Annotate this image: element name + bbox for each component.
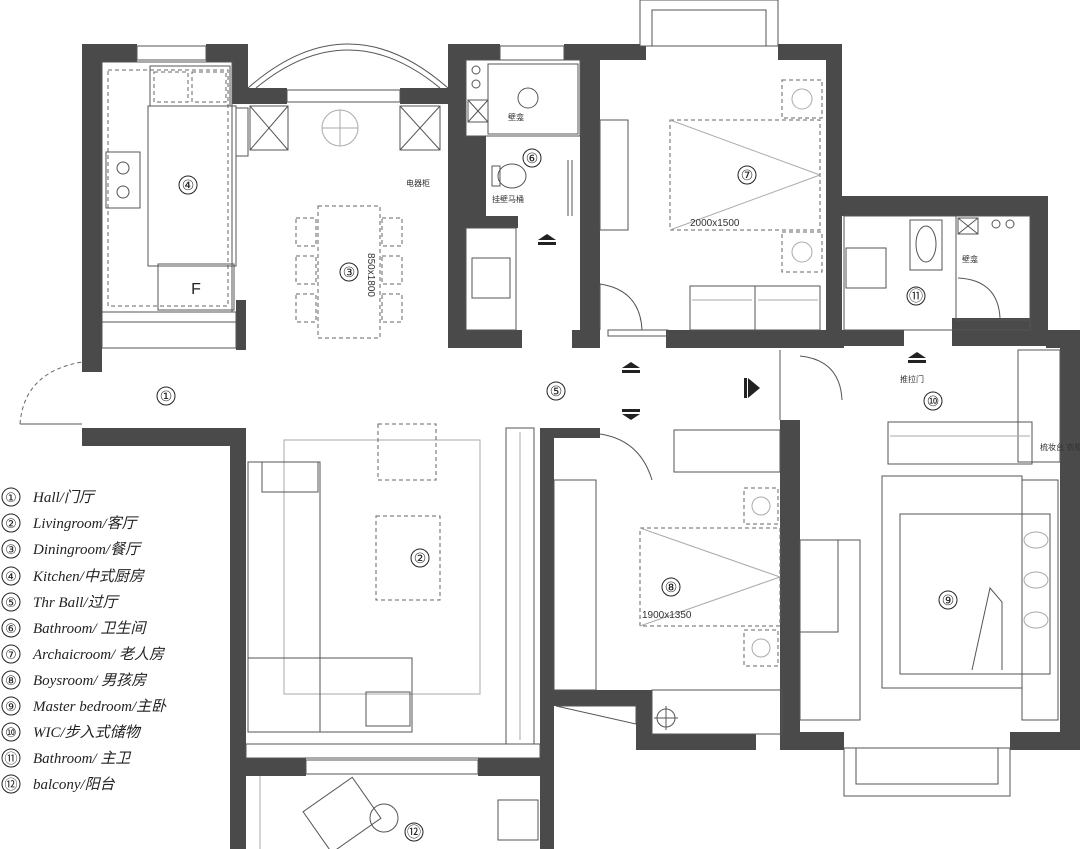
master-fixtures [779, 349, 1061, 721]
svg-text:⑩: ⑩ [927, 394, 940, 410]
svg-text:⑥: ⑥ [526, 151, 539, 167]
bed-size-room7: 2000x1500 [690, 218, 740, 229]
svg-text:⑦: ⑦ [5, 648, 17, 663]
svg-text:Boysroom/ 男孩房: Boysroom/ 男孩房 [33, 672, 148, 689]
dining-fixtures [249, 105, 441, 339]
svg-text:Bathroom/ 卫生间: Bathroom/ 卫生间 [33, 620, 147, 637]
room7-fixtures [599, 79, 823, 337]
svg-text:Thr Ball/过厅: Thr Ball/过厅 [33, 594, 121, 611]
bathroom6-fixtures [465, 59, 581, 331]
room-label-1: ① [156, 386, 176, 406]
legend-item: ⑩ WIC/步入式储物 [1, 722, 142, 742]
svg-text:③: ③ [5, 543, 17, 558]
svg-text:⑤: ⑤ [5, 596, 17, 611]
room-label-8: ⑧ [661, 577, 681, 597]
svg-text:⑪: ⑪ [4, 752, 17, 767]
svg-text:Hall/门厅: Hall/门厅 [32, 489, 97, 506]
svg-text:①: ① [5, 491, 17, 506]
svg-text:②: ② [5, 517, 17, 532]
legend-item: ① Hall/门厅 [1, 487, 97, 507]
svg-text:Livingroom/客厅: Livingroom/客厅 [32, 515, 140, 532]
svg-text:⑩: ⑩ [5, 726, 17, 741]
table-size-dining: 850x1800 [365, 253, 376, 297]
legend-item: ⑤ Thr Ball/过厅 [1, 592, 121, 612]
kitchen-fixtures [101, 61, 249, 349]
windows [136, 0, 1011, 797]
appliance-cabinet-label: 电器柜 [406, 178, 430, 188]
svg-text:①: ① [160, 389, 173, 405]
wall-toilet-label: 挂壁马桶 [492, 194, 524, 204]
room-label-10: ⑩ [923, 391, 943, 411]
room8-fixtures [553, 429, 839, 735]
balcony-fixtures [259, 776, 539, 849]
room-label-4: ④ [178, 175, 198, 195]
annotations: 2000x1500 1900x1350 850x1800 F 电器柜 壁龛 挂壁… [191, 112, 1080, 621]
room-labels: ① ② ③ ④ ⑤ ⑥ ⑦ ⑧ ⑨ ⑩ ⑪ ⑫ [156, 148, 958, 842]
svg-text:Kitchen/中式厨房: Kitchen/中式厨房 [32, 568, 146, 585]
legend-item: ⑫ balcony/阳台 [1, 774, 116, 794]
svg-text:⑥: ⑥ [5, 622, 17, 637]
svg-text:⑪: ⑪ [909, 289, 923, 305]
room-label-11: ⑪ [906, 286, 926, 306]
svg-text:Bathroom/ 主卫: Bathroom/ 主卫 [33, 750, 131, 767]
markers [538, 234, 926, 420]
legend-item: ⑨ Master bedroom/主卧 [1, 696, 167, 716]
svg-text:⑫: ⑫ [4, 778, 17, 793]
living-fixtures [245, 423, 541, 759]
room-label-3: ③ [339, 262, 359, 282]
legend-item: ③ Diningroom/餐厅 [1, 539, 143, 559]
svg-text:④: ④ [182, 178, 195, 194]
svg-text:Archaicroom/ 老人房: Archaicroom/ 老人房 [32, 646, 166, 663]
legend-item: ② Livingroom/客厅 [1, 513, 140, 533]
niche-label-bath6: 壁龛 [508, 112, 524, 122]
svg-text:balcony/阳台: balcony/阳台 [33, 776, 116, 793]
legend-item: ⑦ Archaicroom/ 老人房 [1, 644, 166, 664]
room-label-2: ② [410, 548, 430, 568]
svg-text:③: ③ [343, 265, 356, 281]
entrance-door [19, 361, 83, 425]
svg-text:Master bedroom/主卧: Master bedroom/主卧 [32, 698, 167, 715]
svg-text:⑦: ⑦ [741, 168, 754, 184]
svg-text:Diningroom/餐厅: Diningroom/餐厅 [32, 541, 143, 558]
room-label-9: ⑨ [938, 590, 958, 610]
walls [82, 44, 1080, 849]
bathroom11-fixtures [843, 215, 1031, 331]
svg-text:⑨: ⑨ [942, 593, 955, 609]
svg-text:⑧: ⑧ [665, 580, 678, 596]
svg-text:⑨: ⑨ [5, 700, 17, 715]
svg-text:⑤: ⑤ [550, 384, 563, 400]
svg-text:④: ④ [5, 570, 17, 585]
room-label-7: ⑦ [737, 165, 757, 185]
room-label-12: ⑫ [404, 822, 424, 842]
room-label-5: ⑤ [546, 381, 566, 401]
fridge-label: F [191, 281, 201, 298]
legend-item: ⑪ Bathroom/ 主卫 [1, 748, 131, 768]
svg-text:⑧: ⑧ [5, 674, 17, 689]
wic-note-label: 梳妆台 衣柜 [1040, 442, 1080, 452]
svg-text:⑫: ⑫ [407, 825, 421, 841]
sliding-door-label: 推拉门 [900, 374, 924, 384]
room-label-6: ⑥ [522, 148, 542, 168]
svg-text:WIC/步入式储物: WIC/步入式储物 [33, 724, 142, 741]
legend-item: ⑧ Boysroom/ 男孩房 [1, 670, 148, 690]
niche-label-bath11: 壁龛 [962, 254, 978, 264]
bed-size-room8: 1900x1350 [642, 610, 692, 621]
legend: ① Hall/门厅 ② Livingroom/客厅 ③ Diningroom/餐厅 ④… [1, 487, 167, 794]
legend-item: ⑥ Bathroom/ 卫生间 [1, 618, 147, 638]
svg-text:②: ② [414, 551, 427, 567]
legend-item: ④ Kitchen/中式厨房 [1, 566, 146, 586]
